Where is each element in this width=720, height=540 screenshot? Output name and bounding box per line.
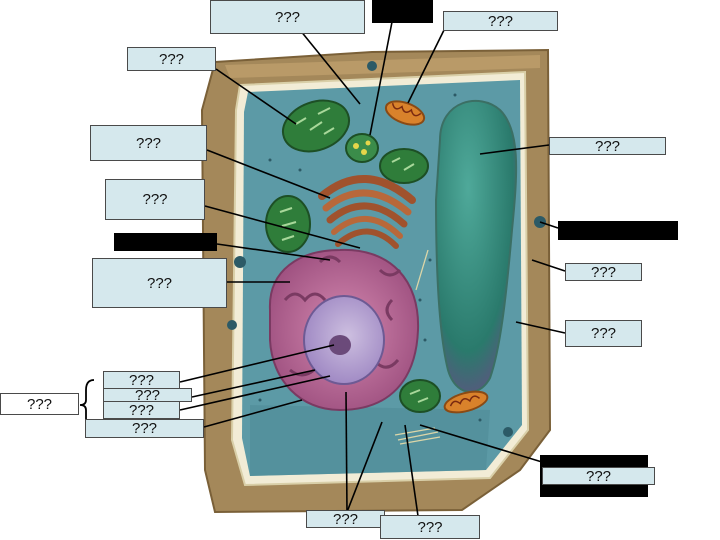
label-top-right: ??? [443, 11, 558, 31]
chloroplast-2 [379, 148, 429, 184]
mitochondrion-2 [443, 390, 489, 414]
central-vacuole [434, 99, 518, 393]
label-upper-left-2: ??? [90, 125, 207, 161]
label-nucleus-3: ??? [103, 401, 180, 419]
ribosomes [258, 93, 482, 422]
label-nucleus-4: ??? [85, 419, 204, 438]
chloroplast-4 [399, 379, 441, 413]
label-bottom-1: ??? [306, 510, 385, 528]
label-nucleus-group: ??? [0, 393, 79, 415]
label-bottom-2: ??? [380, 515, 480, 539]
label-right-1: ??? [549, 137, 666, 155]
golgi-apparatus [318, 174, 416, 249]
label-right-2: ??? [565, 263, 642, 281]
label-nucleus-2: ??? [103, 387, 192, 404]
label-upper-left-1: ??? [127, 47, 216, 71]
label-right-blank [558, 221, 678, 240]
cytoplasm-front-face [250, 405, 490, 476]
nucleolus [329, 335, 351, 355]
chloroplast-1 [282, 99, 350, 153]
label-top-center-right-blank [372, 0, 433, 23]
label-left-blank [114, 233, 217, 251]
cytoskeleton-filaments [394, 249, 441, 445]
label-bottom-right: ??? [542, 467, 655, 485]
vesicle [345, 133, 379, 163]
label-mid-left: ??? [92, 258, 227, 308]
chloroplast-3 [265, 195, 311, 253]
leader-lines [179, 21, 566, 517]
label-right-3: ??? [565, 320, 642, 347]
cell-wall-top [225, 55, 540, 78]
label-upper-left-3: ??? [105, 179, 205, 220]
label-top-center: ??? [210, 0, 365, 34]
mitochondrion-1 [384, 100, 426, 126]
